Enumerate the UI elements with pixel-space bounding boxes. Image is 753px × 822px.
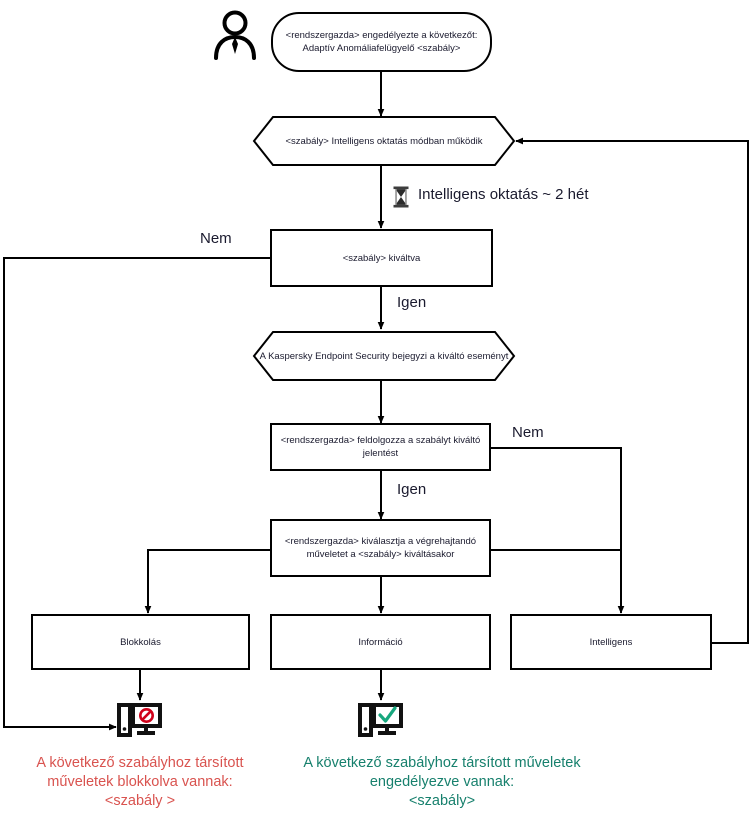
node-start[interactable]: <rendszergazda> engedélyezte a következő… bbox=[271, 12, 492, 72]
learning-timer-label: Intelligens oktatás ~ 2 hét bbox=[418, 186, 589, 203]
node-action-inform-label: Információ bbox=[358, 636, 403, 648]
caption-allowed: A következő szabályhoz társított művelet… bbox=[303, 755, 581, 809]
node-action-inform[interactable]: Információ bbox=[270, 614, 491, 670]
node-learning-mode[interactable]: <szabály> Intelligens oktatás módban műk… bbox=[252, 116, 516, 166]
node-rule-triggered[interactable]: <szabály> kiváltva bbox=[270, 229, 493, 287]
node-action-smart-label: Intelligens bbox=[589, 636, 633, 648]
hourglass-icon bbox=[392, 186, 410, 208]
edge-label-report-yes: Igen bbox=[397, 481, 427, 498]
node-rule-triggered-label: <szabály> kiváltva bbox=[342, 252, 421, 264]
node-log-event[interactable]: A Kaspersky Endpoint Security bejegyzi a… bbox=[252, 331, 516, 381]
person-icon bbox=[206, 6, 264, 64]
edge-label-report-no: Nem bbox=[512, 424, 544, 441]
node-log-event-label: A Kaspersky Endpoint Security bejegyzi a… bbox=[259, 350, 509, 362]
node-select-action-label: <rendszergazda> kiválasztja a végrehajta… bbox=[284, 536, 477, 560]
hexagon-shape bbox=[252, 331, 516, 381]
node-process-report-label: <rendszergazda> feldolgozza a szabályt k… bbox=[280, 435, 481, 459]
monitor-blocked-icon bbox=[117, 700, 163, 742]
node-select-action[interactable]: <rendszergazda> kiválasztja a végrehajta… bbox=[270, 519, 491, 577]
node-action-smart[interactable]: Intelligens bbox=[510, 614, 712, 670]
node-action-block-label: Blokkolás bbox=[120, 636, 161, 648]
node-start-label: <rendszergazda> engedélyezte a következő… bbox=[285, 30, 478, 54]
hexagon-shape bbox=[252, 116, 516, 166]
caption-blocked: A következő szabályhoz társított művelet… bbox=[36, 755, 244, 809]
node-learning-mode-label: <szabály> Intelligens oktatás módban műk… bbox=[285, 135, 483, 147]
monitor-allowed-icon bbox=[358, 700, 404, 742]
edge-label-triggered-no: Nem bbox=[200, 230, 232, 247]
node-action-block[interactable]: Blokkolás bbox=[31, 614, 250, 670]
node-process-report[interactable]: <rendszergazda> feldolgozza a szabályt k… bbox=[270, 423, 491, 471]
edge-label-triggered-yes: Igen bbox=[397, 294, 427, 311]
